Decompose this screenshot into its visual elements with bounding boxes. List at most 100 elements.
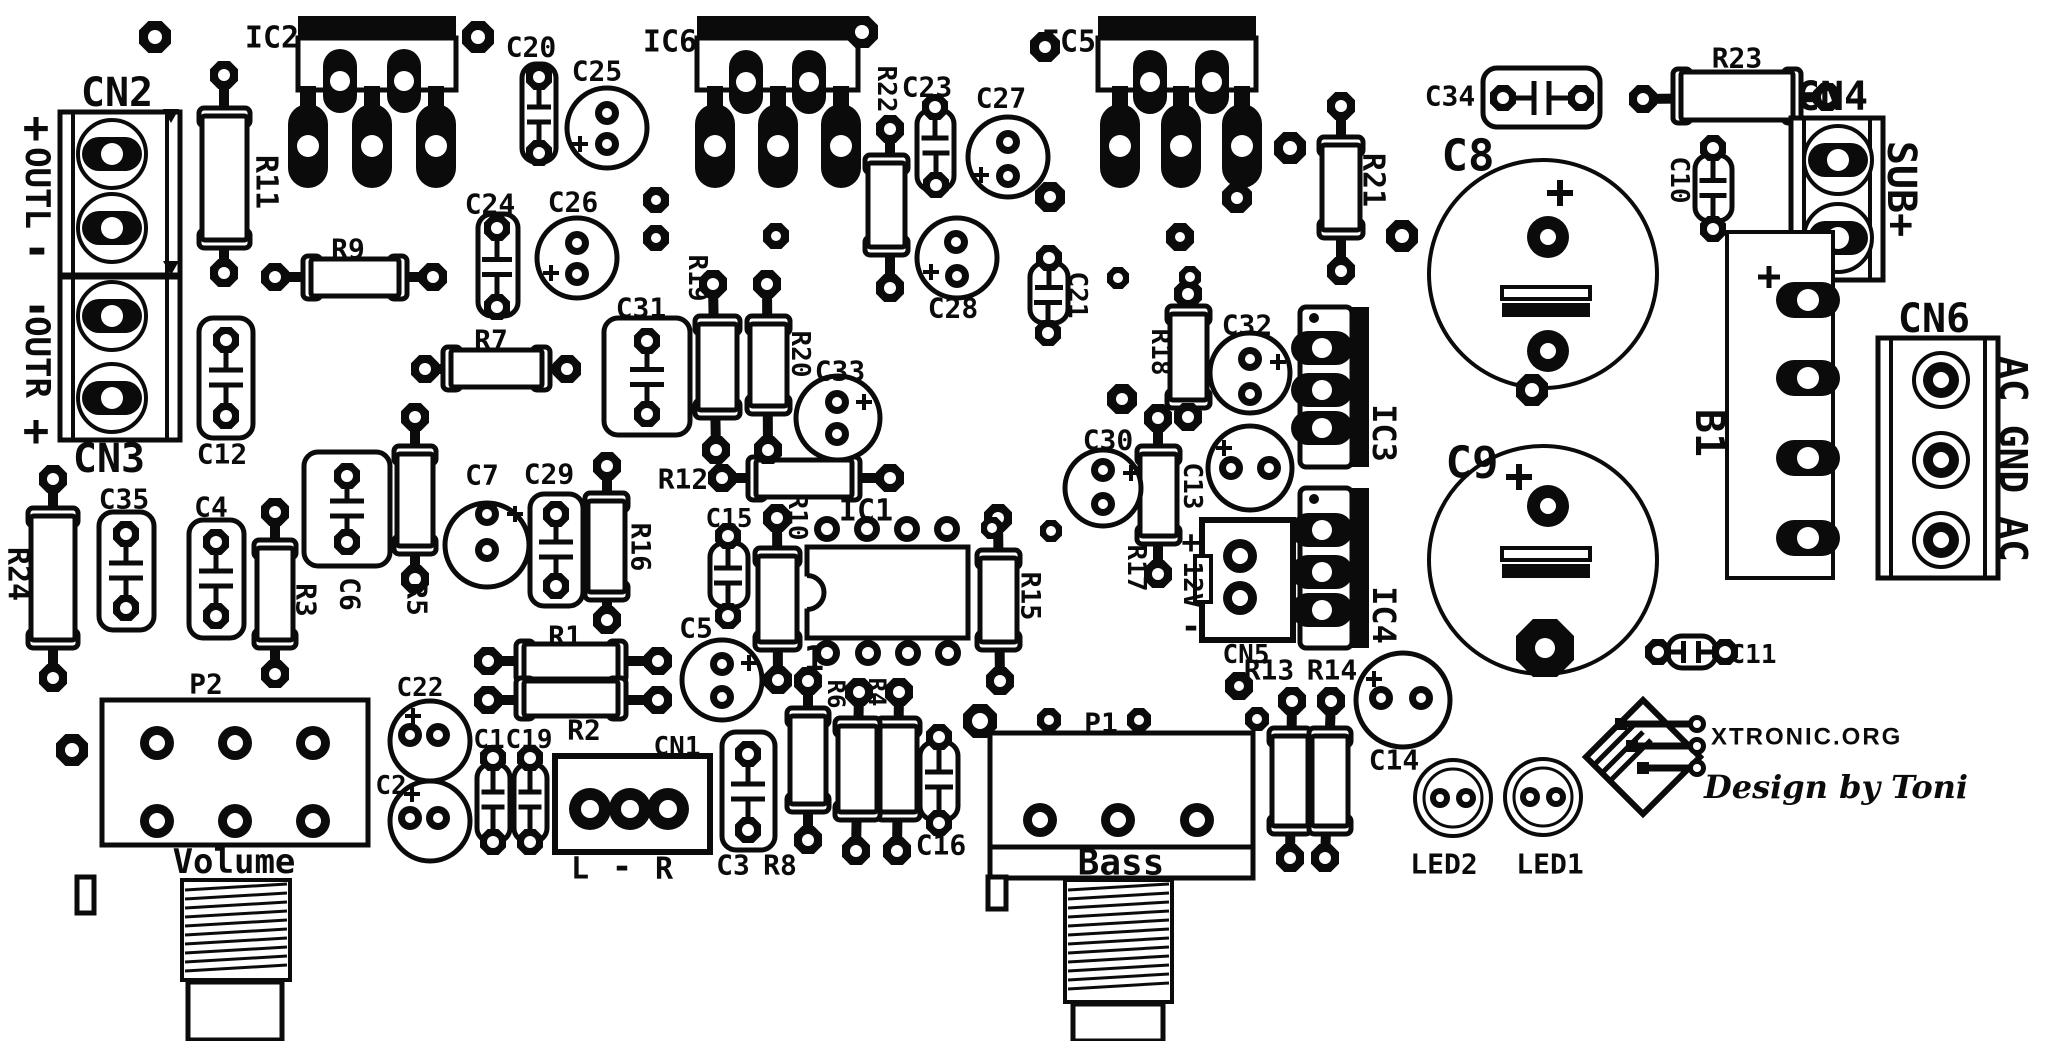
component-label-C29: C29	[524, 458, 575, 491]
component-C32: C32	[1207, 309, 1293, 416]
component-label-R1: R1	[548, 620, 582, 653]
component-C31: C31	[601, 292, 693, 438]
edge-text: +	[23, 406, 50, 457]
component-C13: C13	[1177, 423, 1295, 513]
component-label-C7: C7	[465, 459, 499, 492]
component-label-C3: C3	[716, 849, 750, 882]
component-C12: C12	[196, 315, 256, 471]
component-IC4: IC4	[1291, 485, 1403, 651]
component-CN5: +12V-CN5	[1177, 517, 1296, 670]
connector-pin-text: R	[655, 852, 674, 887]
component-R21: R21	[1316, 92, 1391, 285]
component-label-C32: C32	[1222, 309, 1273, 342]
component-R23: R23	[1629, 42, 1841, 126]
component-label-C15: C15	[706, 504, 753, 534]
component-C8: C8	[1427, 131, 1659, 390]
component-label-C34: C34	[1425, 80, 1476, 113]
component-C28: C28	[914, 215, 1000, 325]
component-IC2: IC2	[245, 16, 459, 188]
component-R7: R7	[411, 324, 581, 393]
component-LED2: LED2	[1410, 758, 1493, 881]
component-C16: C16	[916, 724, 967, 862]
component-IC3: IC3	[1291, 304, 1403, 470]
component-C34: C34	[1425, 65, 1603, 130]
component-label-IC2: IC2	[245, 21, 299, 56]
component-label-R11: R11	[249, 155, 284, 209]
component-label-C21: C21	[1062, 272, 1092, 319]
component-label-B1: B1	[1686, 409, 1732, 457]
edge-text: OUTL	[17, 147, 57, 229]
component-C9: C9	[1427, 438, 1659, 677]
component-C27: C27	[965, 82, 1051, 200]
xtronic-logo-diamond	[1581, 695, 1705, 819]
component-C2: C2	[375, 771, 473, 864]
component-C30: C30	[1062, 424, 1144, 529]
component-label-C13: C13	[1177, 463, 1207, 510]
component-label-R21: R21	[1356, 153, 1391, 207]
component-R8: R8	[763, 667, 832, 882]
component-label-R20: R20	[785, 331, 815, 378]
component-C1: C1	[473, 725, 513, 855]
component-C33: C33	[793, 355, 883, 463]
component-label-C27: C27	[976, 82, 1027, 115]
component-C25: C25	[564, 55, 650, 171]
component-label-C24: C24	[465, 188, 516, 221]
component-label-IC3: IC3	[1365, 404, 1403, 462]
component-label-CN4: CN4	[1796, 74, 1868, 120]
component-C4: C4	[186, 491, 247, 641]
component-label-C16: C16	[916, 829, 967, 862]
component-C22: C22	[387, 673, 473, 784]
component-label-C4: C4	[194, 491, 228, 524]
component-IC5: IC5	[1042, 16, 1262, 188]
component-label-C12: C12	[197, 438, 248, 471]
component-label-R3: R3	[290, 583, 323, 617]
connector-pin-text: -	[1181, 607, 1201, 647]
component-R10: R10	[752, 494, 812, 694]
component-label-CN2: CN2	[81, 70, 153, 116]
component-CN6: CN6	[1875, 296, 2001, 581]
component-C11: C11	[1645, 633, 1776, 671]
component-C10: C10	[1664, 135, 1735, 242]
component-label-C22: C22	[397, 673, 444, 703]
component-C24: C24	[465, 188, 521, 320]
component-label-R16: R16	[625, 523, 656, 572]
edge-text: AC GND AC	[1991, 356, 2035, 562]
component-label-C33: C33	[815, 355, 866, 388]
component-label-IC6: IC6	[643, 25, 697, 60]
component-label-CN1: CN1	[654, 732, 701, 762]
component-label-CN3: CN3	[73, 436, 145, 482]
component-C35: C35	[96, 483, 157, 633]
component-label-C6: C6	[334, 577, 367, 611]
component-label-R24: R24	[1, 547, 36, 601]
stray-pads	[56, 16, 1548, 766]
component-label-C8: C8	[1442, 131, 1495, 182]
component-label-R6: R6	[822, 680, 850, 709]
component-C26: C26	[534, 186, 620, 301]
component-label-R18: R18	[1145, 329, 1175, 376]
edge-text: -	[23, 221, 52, 277]
component-label-R19: R19	[682, 255, 712, 302]
component-label-LED2: LED2	[1410, 848, 1477, 881]
component-C3: C3	[716, 729, 778, 882]
component-R5: R5	[391, 403, 439, 616]
component-label-C20: C20	[506, 31, 557, 64]
component-label-R8: R8	[763, 849, 797, 882]
component-CN3: CN3	[57, 274, 183, 482]
component-label-C30: C30	[1083, 424, 1134, 457]
component-LED1: LED1	[1503, 757, 1584, 881]
component-label-R14: R14	[1307, 654, 1358, 687]
component-B1: B1	[1686, 230, 1840, 580]
component-R9: R9	[261, 233, 447, 302]
component-label-C5: C5	[679, 612, 713, 645]
component-R12: R12	[658, 454, 904, 503]
component-label-C23: C23	[902, 71, 953, 104]
component-C19: C19	[506, 725, 552, 855]
component-label-C2: C2	[375, 771, 406, 801]
component-label-C9: C9	[1446, 438, 1499, 489]
component-R3: R3	[251, 498, 323, 688]
